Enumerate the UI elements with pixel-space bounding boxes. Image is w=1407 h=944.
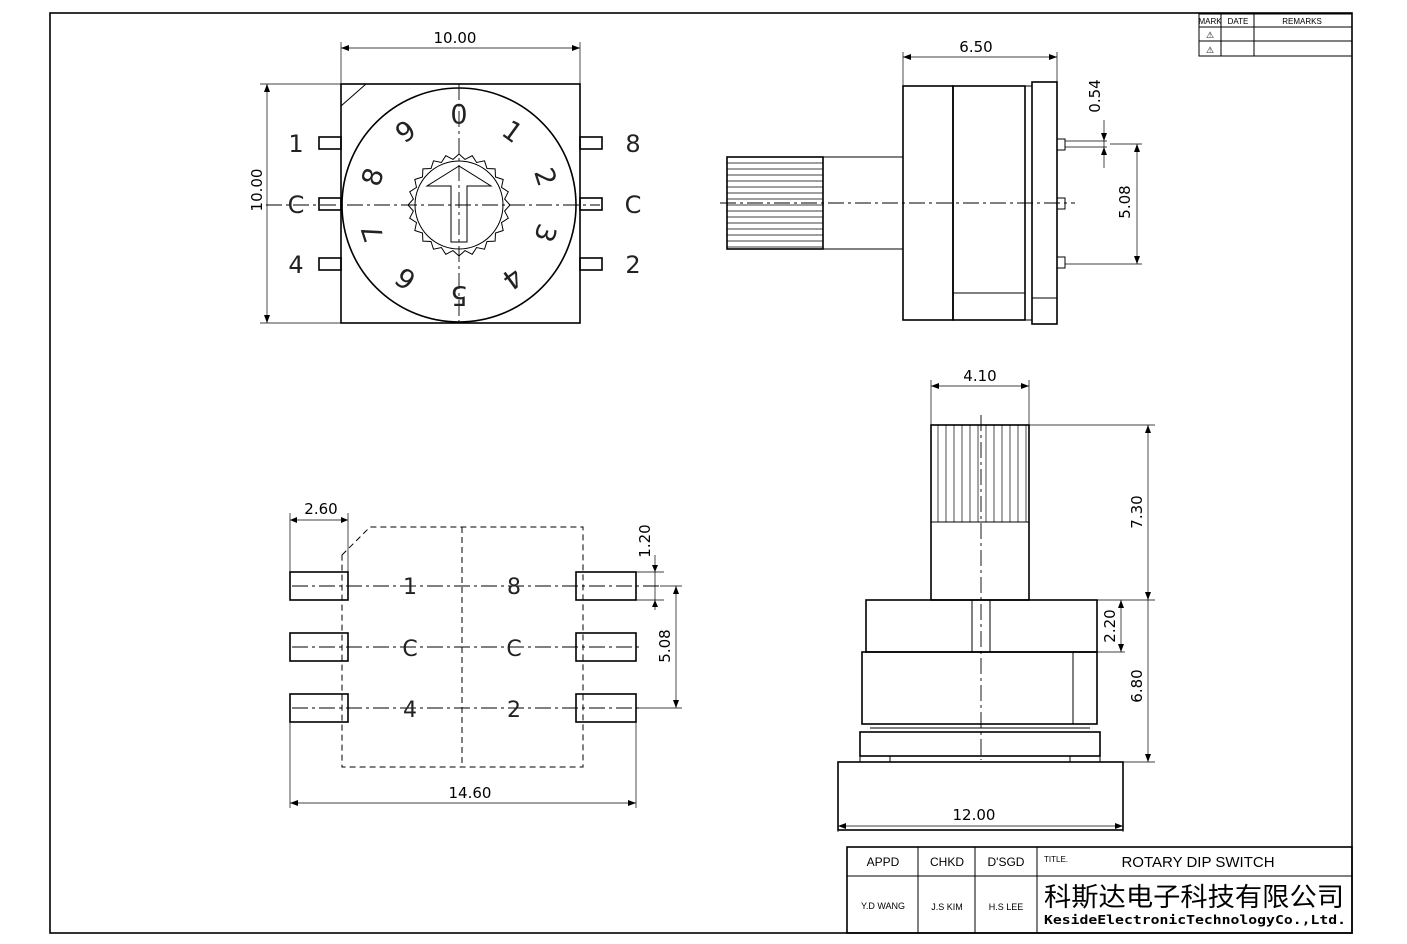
side-view: 6.50 0.54 5.08 (720, 38, 1142, 325)
top-pin-label-left-1: 1 (288, 130, 303, 158)
front-shaft-knurl (930, 424, 1030, 523)
drawing-title: ROTARY DIP SWITCH (1121, 854, 1274, 871)
top-pin-left-4 (318, 257, 342, 271)
bottom-dim-pad-width: 2.60 (304, 500, 337, 518)
top-pin-label-left-4: 4 (288, 251, 303, 279)
dial-number-4: 4 (496, 260, 528, 295)
dial-number-9: 9 (390, 115, 422, 150)
top-pin-label-right-c: C (625, 191, 642, 219)
chkd-label: CHKD (930, 855, 964, 869)
revision-header-date: DATE (1228, 17, 1249, 26)
dial-number-3: 3 (527, 220, 562, 246)
appd-name: Y.D WANG (861, 901, 905, 911)
dial-number-0: 0 (450, 100, 467, 131)
dial-number-8: 8 (356, 164, 391, 190)
dial-number-2: 2 (527, 164, 562, 190)
dial-number-6: 6 (390, 260, 422, 295)
front-dim-shaft-width: 4.10 (963, 367, 996, 385)
front-dim-collar: 2.20 (1101, 609, 1119, 642)
title-block: APPD CHKD D'SGD TITLE. ROTARY DIP SWITCH… (846, 846, 1353, 934)
revision-mark-1: ⚠ (1206, 30, 1214, 40)
dial-number-7: 7 (356, 220, 391, 246)
revision-mark-2: ⚠ (1206, 45, 1214, 55)
top-pin-left-1 (318, 136, 342, 150)
chkd-name: J.S KIM (931, 902, 963, 912)
top-dim-height: 10.00 (248, 169, 266, 212)
top-pin-label-left-c: C (288, 191, 305, 219)
bottom-dim-pitch: 5.08 (656, 629, 674, 662)
company-name-en: KesideElectronicTechnologyCo.,Ltd. (1044, 913, 1346, 927)
top-pin-right-2 (579, 257, 603, 271)
title-label: TITLE. (1044, 855, 1068, 864)
bottom-view: 1 C 4 8 C 2 2.60 1.20 5.08 14.60 (289, 500, 682, 808)
top-pin-left-c (318, 197, 342, 211)
appd-label: APPD (867, 855, 900, 869)
top-pin-right-8 (579, 136, 603, 150)
front-base (837, 761, 1124, 831)
front-dim-shaft-height: 7.30 (1128, 495, 1146, 528)
dsgd-name: H.S LEE (989, 902, 1024, 912)
bottom-label-right-8: 8 (507, 575, 521, 600)
front-body (861, 651, 1098, 725)
revision-header-remarks: REMARKS (1282, 17, 1322, 26)
bottom-dim-pad-height: 1.20 (636, 524, 654, 557)
bottom-label-left-c: C (402, 637, 417, 662)
company-name-cn: 科斯达电子科技有限公司 (1044, 883, 1344, 913)
sheet-border (49, 12, 1353, 934)
side-dim-pin-thickness: 0.54 (1086, 79, 1104, 112)
side-dim-pitch: 5.08 (1116, 185, 1134, 218)
revision-table: MARK DATE REMARKS ⚠ ⚠ (1198, 13, 1353, 57)
bottom-label-right-c: C (506, 637, 521, 662)
bottom-label-right-2: 2 (507, 698, 521, 723)
bottom-dim-total: 14.60 (449, 784, 492, 802)
top-pin-right-c (579, 197, 603, 211)
side-dim-body: 6.50 (959, 38, 992, 56)
dial-number-1: 1 (496, 115, 528, 150)
dial-number-5: 5 (450, 280, 467, 311)
bottom-label-left-4: 4 (403, 698, 417, 723)
top-pin-label-right-2: 2 (625, 251, 640, 279)
front-dim-body-height: 6.80 (1128, 669, 1146, 702)
front-view: 4.10 7.30 2.20 6.80 12.00 (837, 367, 1155, 832)
dsgd-label: D'SGD (988, 855, 1025, 869)
bottom-label-left-1: 1 (403, 575, 417, 600)
top-dim-width: 10.00 (434, 29, 477, 47)
revision-header-mark: MARK (1198, 17, 1222, 26)
front-dim-base-width: 12.00 (953, 806, 996, 824)
top-pin-label-right-8: 8 (625, 130, 640, 158)
